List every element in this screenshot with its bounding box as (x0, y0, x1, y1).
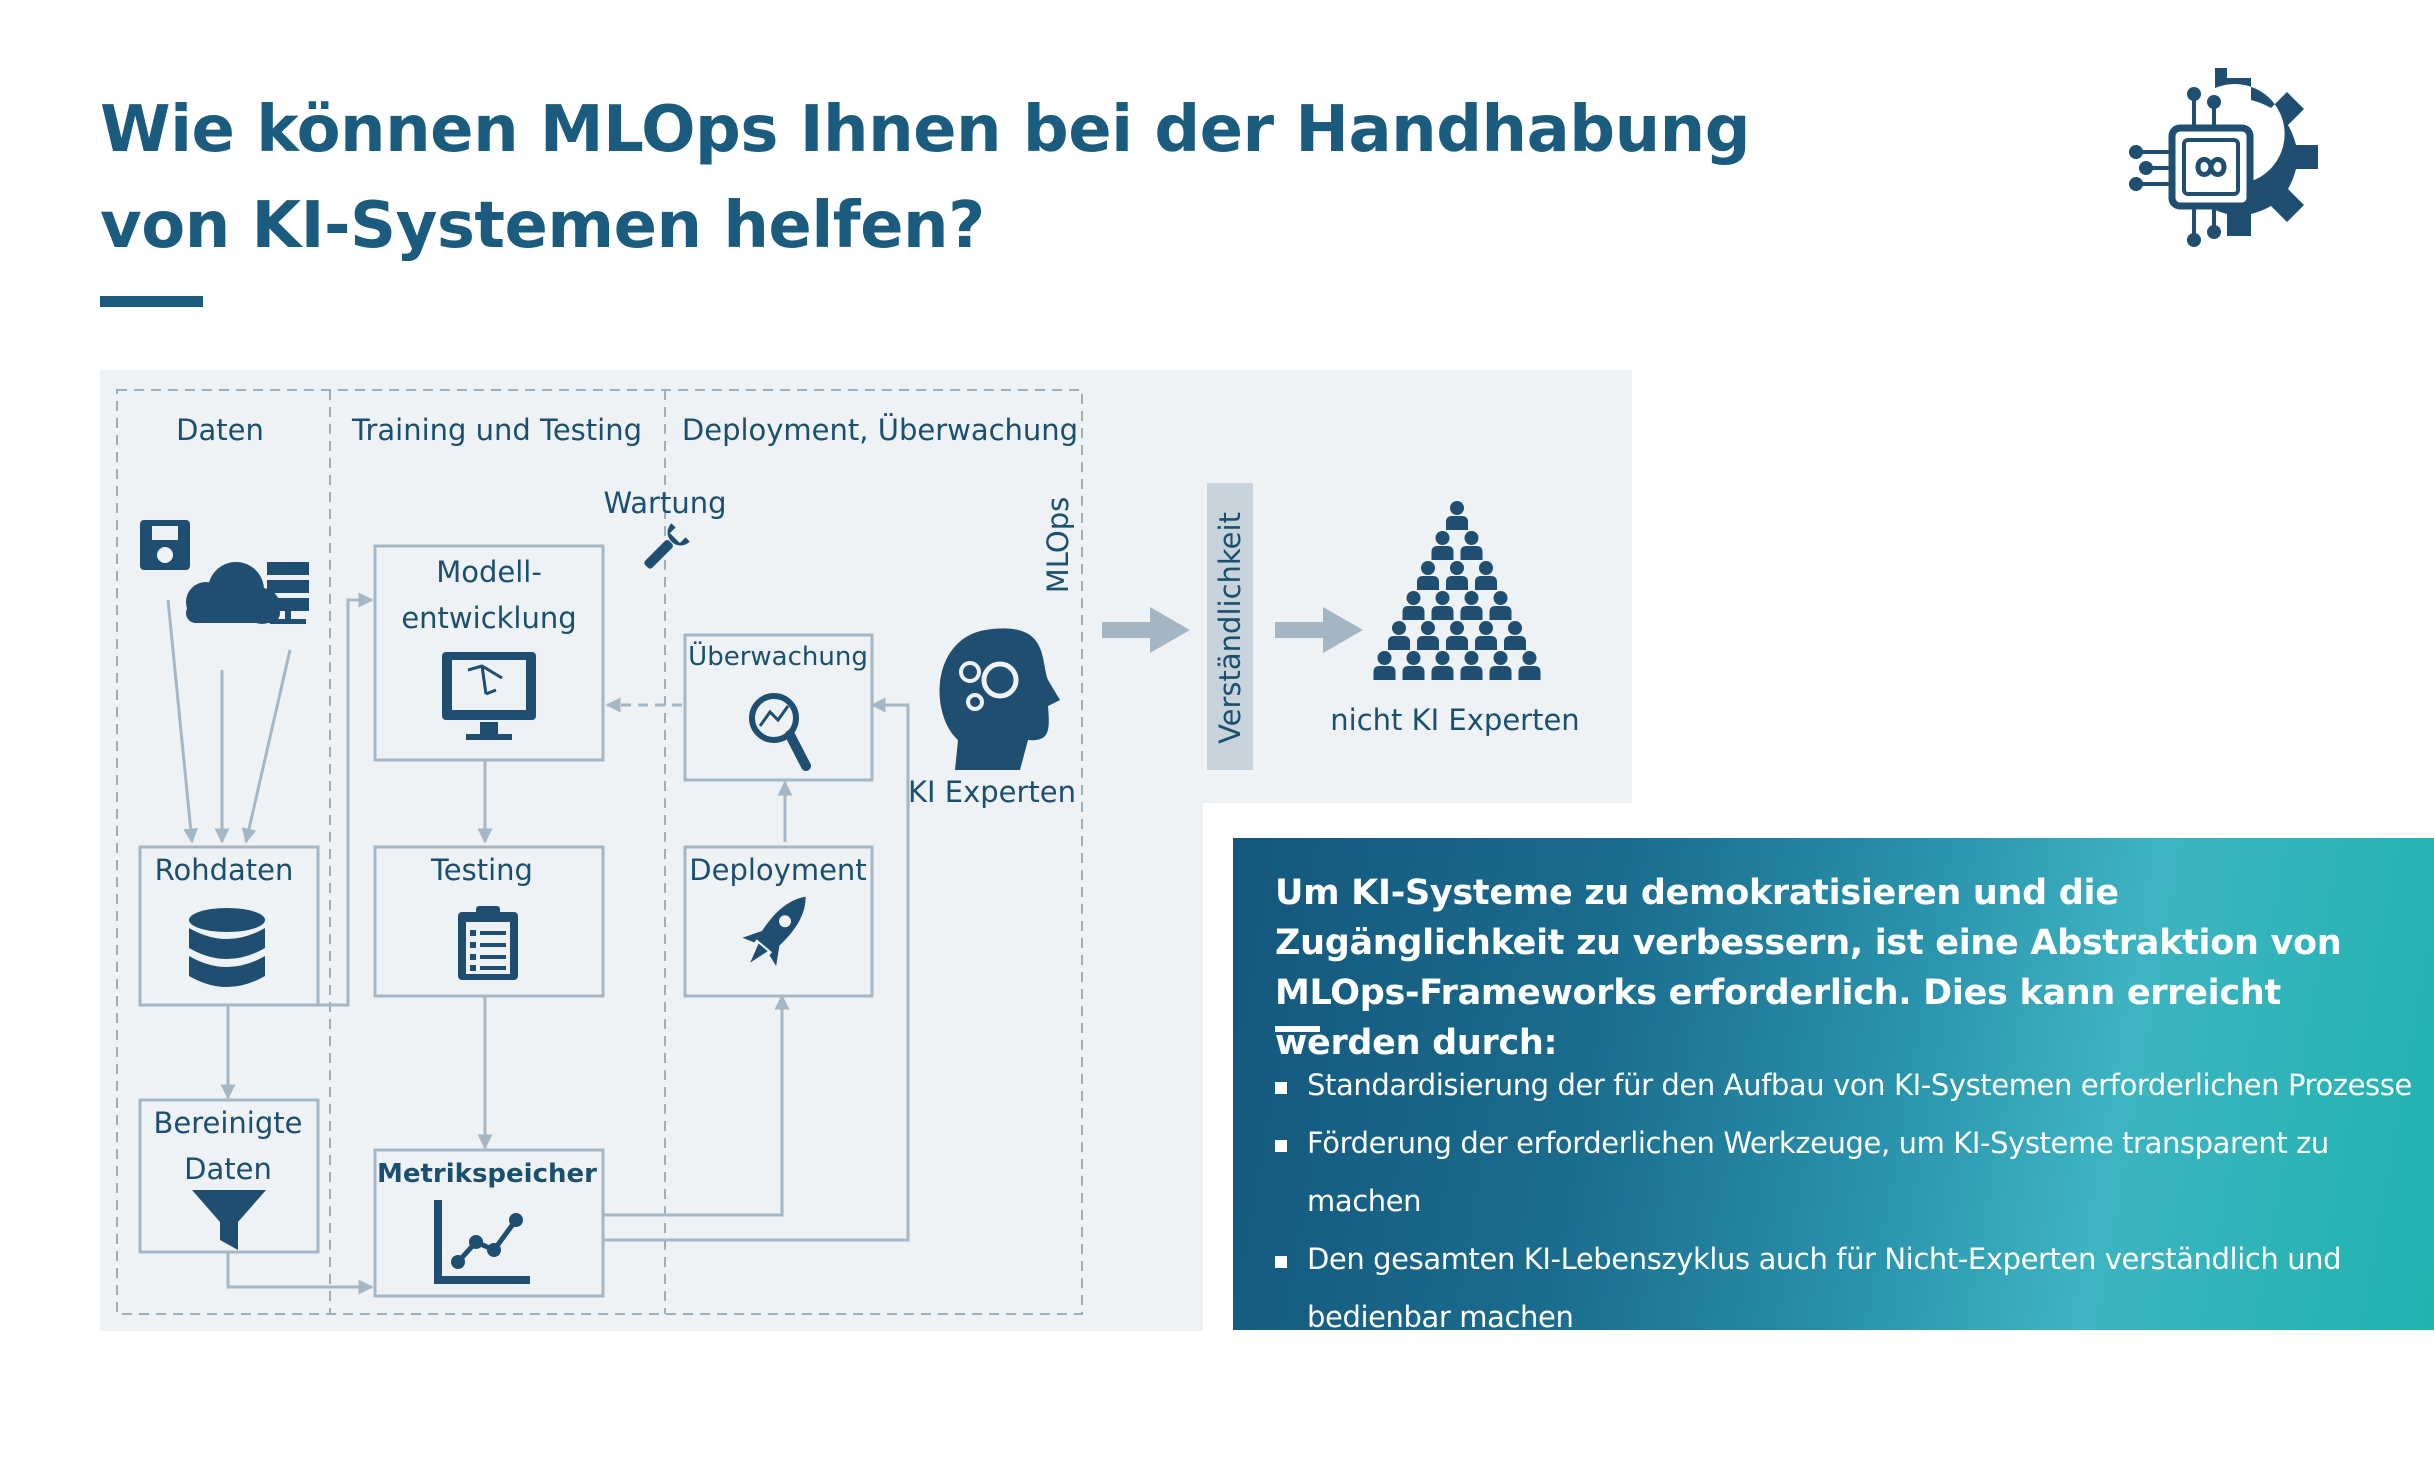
node-testing-label: Testing (430, 853, 533, 887)
node-model-development (373, 544, 605, 762)
list-item-text: Den gesamten KI-Lebenszyklus auch für Ni… (1307, 1242, 2342, 1334)
node-testing (373, 845, 605, 998)
person-icon (1475, 561, 1497, 590)
person-icon (1460, 651, 1483, 680)
list-item-text: Standardisierung der für den Aufbau von … (1307, 1068, 2412, 1102)
person-icon (1475, 621, 1497, 650)
person-icon (1460, 531, 1483, 560)
person-icon (1402, 651, 1425, 680)
list-item: Förderung der erforderlichen Werkzeuge, … (1275, 1114, 2425, 1230)
list-item: Den gesamten KI-Lebenszyklus auch für Ni… (1275, 1230, 2425, 1346)
clipboard-icon (458, 906, 518, 980)
magnifier-trend-icon (749, 693, 811, 771)
list-item: Standardisierung der für den Aufbau von … (1275, 1056, 2425, 1114)
node-model-development-label: Modell-entwicklung (401, 555, 576, 635)
ki-expert-head-icon (939, 628, 1060, 770)
person-icon (1446, 501, 1468, 530)
node-metrics-store (373, 1148, 605, 1298)
person-icon (1489, 651, 1512, 680)
person-icon (1417, 621, 1439, 650)
panel-intro: Um KI-Systeme zu demokratisieren und die… (1275, 873, 2342, 1063)
arrow-to-non-experts (1275, 607, 1363, 653)
rocket-icon (742, 896, 806, 967)
panel-divider (1275, 1026, 1320, 1032)
node-cleaned-data (138, 1098, 320, 1254)
person-icon (1431, 591, 1454, 620)
person-icon (1431, 531, 1454, 560)
understandability-label: Verständlichkeit (1213, 512, 1247, 744)
funnel-icon (192, 1190, 266, 1250)
bullet-icon (1275, 1082, 1287, 1094)
maintenance-label: Wartung (603, 486, 726, 520)
line-chart-icon (434, 1200, 530, 1284)
person-icon (1504, 621, 1526, 650)
wrench-icon (644, 523, 690, 569)
list-item-text: Förderung der erforderlichen Werkzeuge, … (1307, 1126, 2329, 1218)
mlops-label: MLOps (1041, 497, 1075, 594)
person-icon (1402, 591, 1425, 620)
node-metrics-store-label: Metrikspeicher (377, 1159, 597, 1189)
cloud-icon (186, 562, 280, 624)
person-icon (1417, 561, 1439, 590)
arrow-to-understandability (1102, 607, 1190, 653)
person-icon (1388, 621, 1410, 650)
info-panel: Um KI-Systeme zu demokratisieren und die… (1233, 838, 2434, 1334)
server-icon (267, 562, 309, 624)
floppy-disk-icon (140, 520, 190, 570)
panel-list: Standardisierung der für den Aufbau von … (1275, 1056, 2425, 1346)
monitor-icon (442, 652, 536, 740)
person-icon (1518, 651, 1541, 680)
node-deployment (683, 845, 874, 998)
node-monitoring (683, 633, 874, 782)
understandability-bar (1207, 483, 1253, 770)
node-raw-data (138, 845, 320, 1007)
page-title: Wie können MLOps Ihnen bei der Handhabun… (100, 93, 1751, 263)
person-icon (1431, 651, 1454, 680)
ki-experts-label: KI Experten (908, 775, 1076, 809)
node-monitoring-label: Überwachung (688, 640, 868, 672)
mlops-frame (116, 389, 1083, 1315)
node-raw-data-label: Rohdaten (155, 853, 294, 887)
title-underline (100, 296, 203, 307)
person-icon (1446, 561, 1468, 590)
person-icon (1489, 591, 1512, 620)
column-header-data: Daten (176, 413, 264, 447)
bullet-icon (1275, 1256, 1287, 1268)
person-icon (1373, 651, 1396, 680)
column-header-training: Training und Testing (351, 413, 642, 447)
node-deployment-label: Deployment (689, 853, 866, 887)
person-icon (1446, 621, 1468, 650)
infinity-chip-gear-icon (2129, 68, 2318, 247)
bullet-icon (1275, 1140, 1287, 1152)
people-pyramid-icon (1373, 501, 1541, 680)
non-experts-label: nicht KI Experten (1330, 703, 1579, 737)
column-header-deployment: Deployment, Überwachung (682, 413, 1078, 447)
database-icon (189, 908, 265, 987)
person-icon (1460, 591, 1483, 620)
